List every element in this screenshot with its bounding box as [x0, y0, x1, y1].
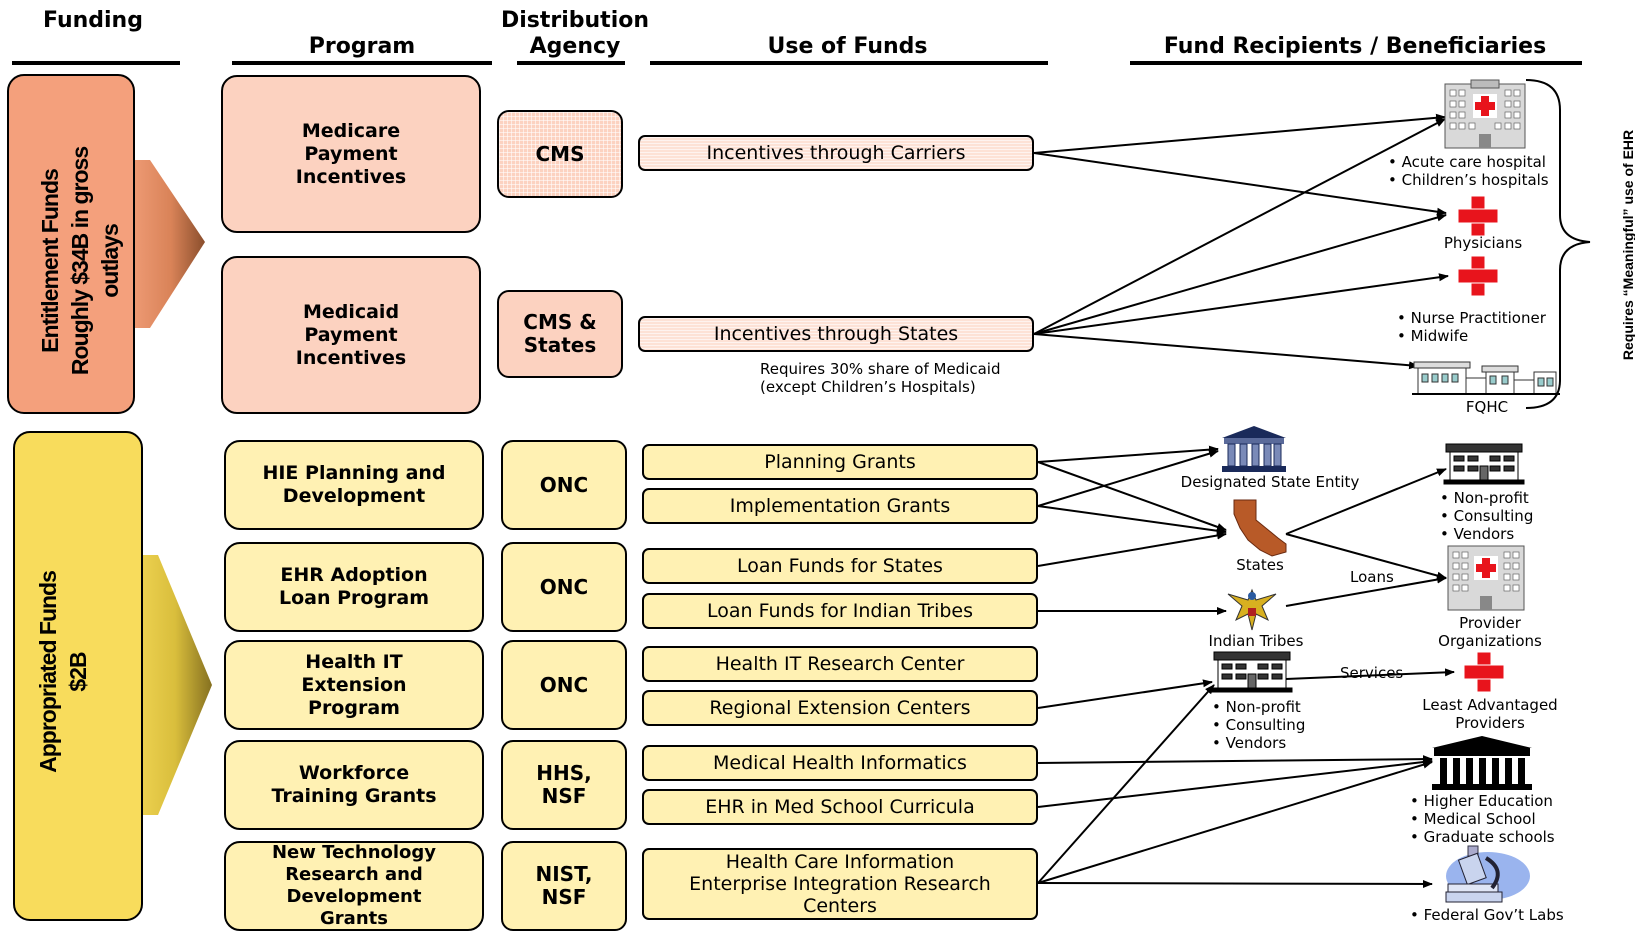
header-recipients: Fund Recipients / Beneficiaries [1163, 34, 1547, 59]
agency-nist-nsf: NIST, NSF [501, 841, 627, 931]
program-medicare: Medicare Payment Incentives [221, 75, 481, 233]
label-intermediate-nonprofit: • Non-profit • Consulting • Vendors [1212, 698, 1306, 752]
use-curricula: EHR in Med School Curricula [642, 789, 1038, 825]
agency-onc-extension: ONC [501, 640, 627, 730]
hospital-building-icon [1444, 79, 1526, 149]
meaningful-use-label: Requires “Meaningful” use of EHR [1620, 129, 1635, 361]
appropriated-arrow [13, 431, 212, 921]
label-fqhc: FQHC [1465, 398, 1509, 416]
header-rule-recipients [1130, 61, 1582, 65]
label-loans: Loans [1350, 568, 1394, 586]
header-program: Program [308, 34, 416, 59]
agency-onc-loan: ONC [501, 542, 627, 632]
label-designated-state-entity: Designated State Entity [1180, 473, 1360, 491]
microscope-icon [1445, 845, 1530, 903]
use-states: Incentives through States [638, 316, 1034, 352]
header-rule-funding [12, 61, 180, 65]
state-map-icon [1233, 499, 1287, 557]
program-workforce: Workforce Training Grants [224, 740, 484, 830]
use-implementation-grants: Implementation Grants [642, 488, 1038, 524]
thunderbird-icon [1227, 588, 1277, 631]
program-ehr-loan: EHR Adoption Loan Program [224, 542, 484, 632]
header-rule-use [650, 61, 1048, 65]
office-building-icon [1211, 651, 1293, 693]
use-regional-extension: Regional Extension Centers [642, 690, 1038, 726]
label-nurse-midwife: • Nurse Practitioner • Midwife [1397, 309, 1546, 345]
use-carriers: Incentives through Carriers [638, 135, 1034, 171]
hospital-building-icon [1447, 545, 1525, 611]
meaningful-use-bracket [1525, 79, 1591, 409]
label-states: States [1236, 556, 1284, 574]
label-physicians: Physicians [1443, 234, 1523, 252]
use-research-center: Health IT Research Center [642, 646, 1038, 682]
label-higher-education: • Higher Education • Medical School • Gr… [1410, 792, 1555, 846]
use-planning-grants: Planning Grants [642, 444, 1038, 480]
label-provider-orgs: Provider Organizations [1438, 614, 1542, 650]
entitlement-arrow [7, 74, 205, 414]
use-enterprise-integration: Health Care Information Enterprise Integ… [642, 848, 1038, 920]
label-recipient-nonprofit: • Non-profit • Consulting • Vendors [1440, 489, 1534, 543]
use-informatics: Medical Health Informatics [642, 745, 1038, 781]
medicaid-note: Requires 30% share of Medicaid (except C… [760, 360, 1001, 396]
label-hospitals: • Acute care hospital • Children’s hospi… [1388, 153, 1549, 189]
red-cross-icon [1457, 195, 1499, 237]
red-cross-icon [1463, 651, 1505, 693]
program-medicaid: Medicaid Payment Incentives [221, 256, 481, 414]
agency-cms-states: CMS & States [497, 290, 623, 378]
university-icon [1432, 736, 1532, 790]
program-extension: Health IT Extension Program [224, 640, 484, 730]
red-cross-icon [1457, 255, 1499, 297]
office-building-icon [1443, 443, 1525, 485]
label-least-advantaged: Least Advantaged Providers [1422, 696, 1558, 732]
agency-hhs-nsf: HHS, NSF [501, 740, 627, 830]
program-hie: HIE Planning and Development [224, 440, 484, 530]
program-new-tech: New Technology Research and Development … [224, 841, 484, 931]
agency-onc-hie: ONC [501, 440, 627, 530]
state-capitol-icon [1222, 426, 1286, 472]
header-rule-program [232, 61, 492, 65]
fqhc-building-icon [1412, 361, 1560, 395]
header-distribution-agency: Distribution Agency [500, 8, 650, 59]
use-loan-states: Loan Funds for States [642, 548, 1038, 584]
header-use-of-funds: Use of Funds [767, 34, 928, 59]
label-services: Services [1340, 664, 1404, 682]
label-indian-tribes: Indian Tribes [1208, 632, 1304, 650]
use-loan-tribes: Loan Funds for Indian Tribes [642, 593, 1038, 629]
label-federal-labs: • Federal Gov’t Labs [1410, 906, 1564, 924]
header-rule-agency [517, 61, 625, 65]
agency-cms: CMS [497, 110, 623, 198]
header-funding: Funding [43, 8, 143, 33]
